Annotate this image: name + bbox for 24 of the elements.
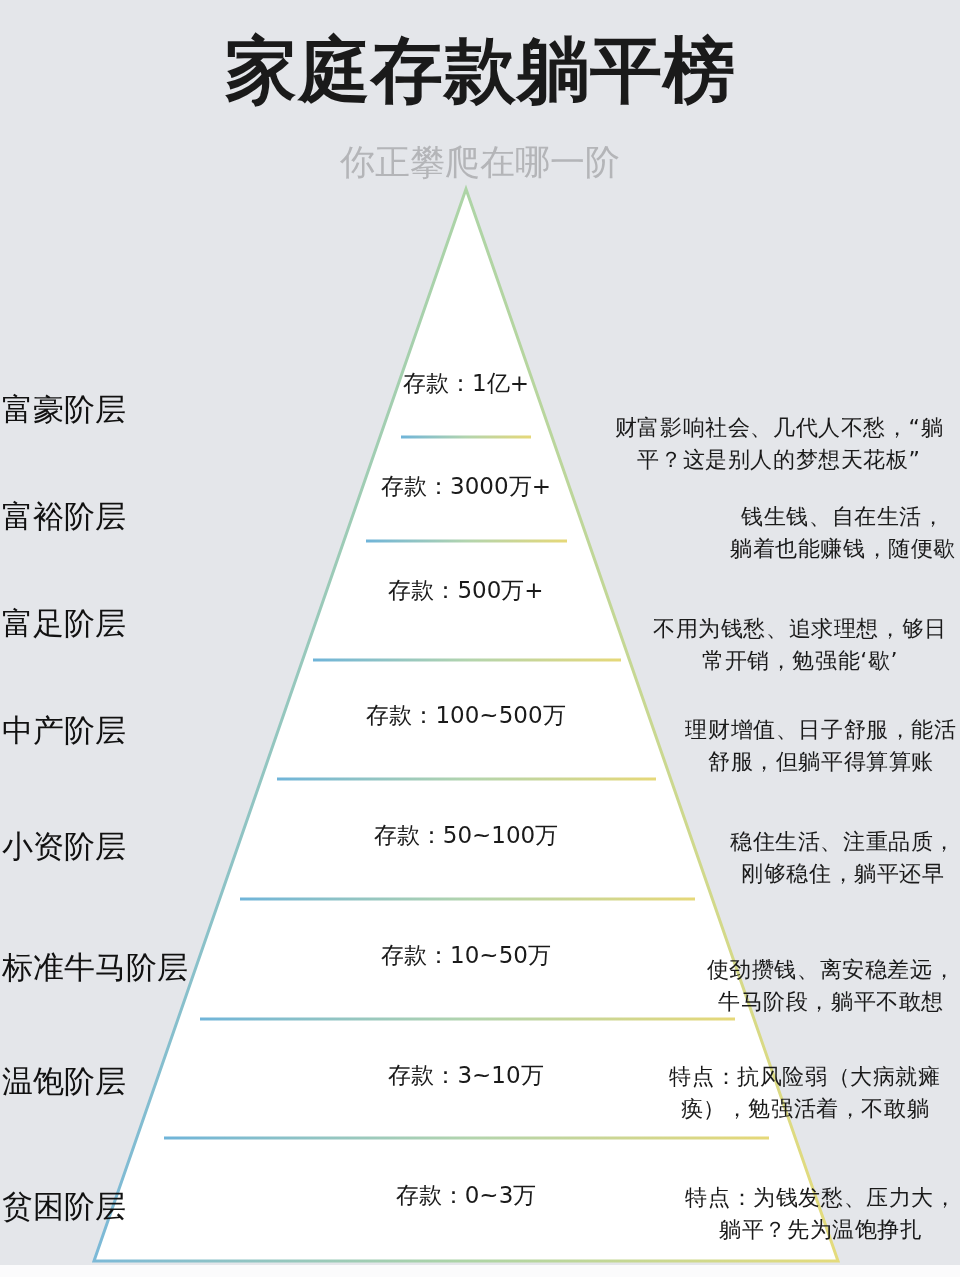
tier-name: 富豪阶层	[2, 391, 126, 429]
tier-name: 中产阶层	[2, 712, 126, 750]
tier-description: 特点：抗风险弱（大病就瘫痪），勉强活着，不敢躺	[669, 1063, 941, 1123]
tier-description: 不用为钱愁、追求理想，够日常开销，勉强能‘歇’	[653, 615, 947, 675]
savings-amount: 存款：50~100万	[373, 822, 559, 850]
savings-amount: 存款：10~50万	[381, 942, 551, 970]
tier-name: 标准牛马阶层	[2, 949, 188, 987]
savings-amount: 存款：1亿+	[403, 370, 529, 398]
tier-name: 温饱阶层	[2, 1063, 126, 1101]
tier-name: 富足阶层	[2, 605, 126, 643]
savings-amount: 存款：0~3万	[395, 1182, 537, 1210]
tier-description: 理财增值、日子舒服，能活舒服，但躺平得算算账	[685, 716, 957, 776]
title: 家庭存款躺平榜	[224, 28, 736, 112]
tier-name: 小资阶层	[2, 828, 126, 866]
tier-description: 使劲攒钱、离安稳差远，牛马阶段，躺平不敢想	[706, 956, 956, 1016]
tier-name: 贫困阶层	[2, 1188, 126, 1226]
tier-name: 富裕阶层	[2, 498, 126, 536]
tier-description: 财富影响社会、几代人不愁，“躺平？这是别人的梦想天花板”	[614, 414, 944, 474]
tier-description: 钱生钱、自在生活，躺着也能赚钱，随便歇	[730, 503, 956, 563]
savings-amount: 存款：100~500万	[366, 702, 566, 730]
savings-amount: 存款：3000万+	[381, 473, 551, 501]
savings-amount: 存款：500万+	[388, 577, 544, 605]
tier-description: 稳住生活、注重品质，刚够稳住，躺平还早	[730, 828, 956, 888]
savings-amount: 存款：3~10万	[388, 1062, 544, 1090]
